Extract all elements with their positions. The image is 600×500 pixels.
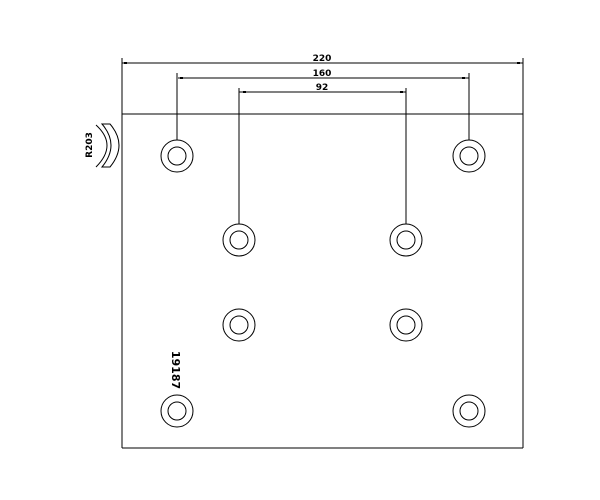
rivet-hole-counterbore xyxy=(222,223,256,257)
rivet-hole-inner xyxy=(167,401,187,421)
dim-arrow xyxy=(180,77,183,79)
dim-arrow xyxy=(400,91,403,93)
rivet-hole-inner xyxy=(396,315,416,335)
lining-section-icon xyxy=(100,123,120,168)
dim-label-160: 160 xyxy=(313,69,332,79)
rivet-hole-counterbore xyxy=(452,394,486,428)
dim-arrow xyxy=(517,62,520,64)
rivet-hole-counterbore xyxy=(160,394,194,428)
dim-label-92: 92 xyxy=(316,83,329,93)
rivet-hole-inner xyxy=(229,315,249,335)
dim-arrow xyxy=(462,77,465,79)
rivet-hole-inner xyxy=(459,146,479,166)
rivet-hole-inner xyxy=(459,401,479,421)
rivet-hole-inner xyxy=(396,230,416,250)
rivet-hole-counterbore xyxy=(160,139,194,173)
rivet-hole-inner xyxy=(229,230,249,250)
rivet-hole-counterbore xyxy=(389,308,423,342)
part-number-label: 19187 xyxy=(169,351,182,389)
radius-label: R203 xyxy=(85,132,95,158)
rivet-hole-inner xyxy=(167,146,187,166)
dim-arrow xyxy=(124,62,127,64)
dim-arrow xyxy=(243,91,246,93)
rivet-hole-counterbore xyxy=(452,139,486,173)
rivet-hole-counterbore xyxy=(222,308,256,342)
dim-label-220: 220 xyxy=(313,54,332,64)
radius-arc-icon xyxy=(95,124,108,168)
rivet-hole-counterbore xyxy=(389,223,423,257)
